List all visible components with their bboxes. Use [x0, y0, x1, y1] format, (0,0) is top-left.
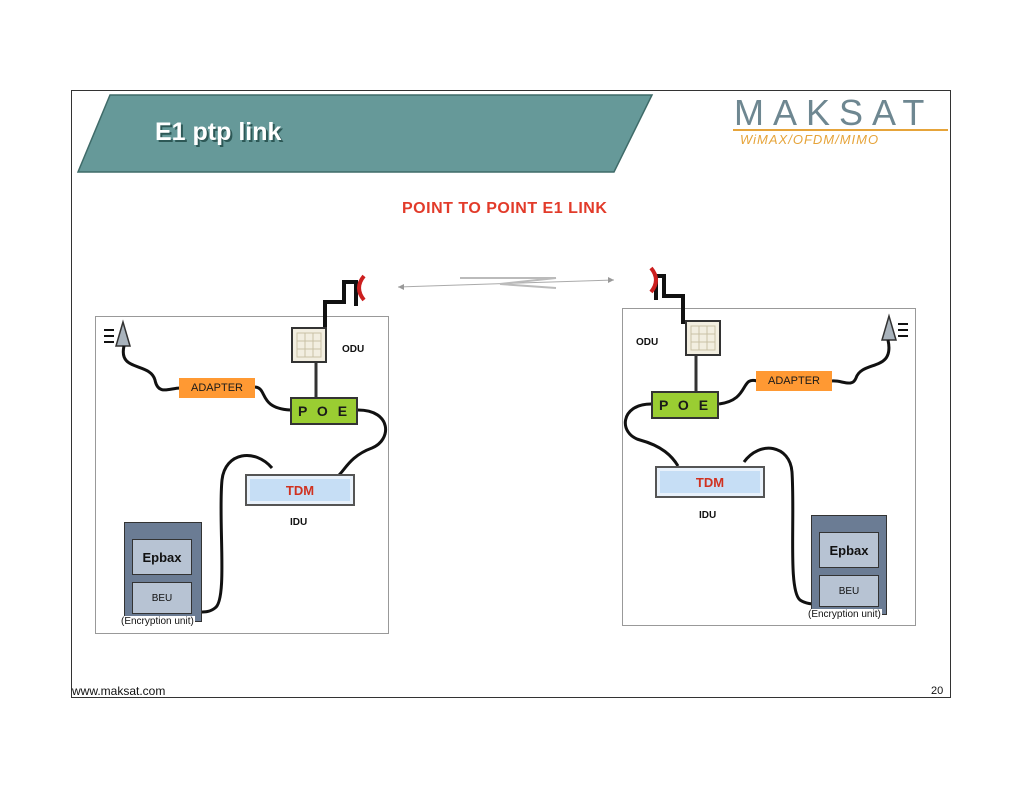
lightning-link-icon: [397, 277, 615, 290]
right-adapter-box: ADAPTER: [756, 371, 832, 391]
logo-underline: [733, 129, 948, 131]
left-idu-label: IDU: [290, 517, 308, 528]
antenna-icon: [104, 319, 131, 347]
left-adapter-box: ADAPTER: [179, 378, 255, 398]
title-banner: [76, 94, 654, 173]
diagram-title: POINT TO POINT E1 LINK: [402, 200, 608, 217]
left-poe-box: P O E: [290, 397, 358, 425]
page-number: 20: [931, 685, 944, 697]
right-encryption-label: (Encryption unit): [807, 609, 882, 620]
slide-title: E1 ptp link: [155, 118, 282, 146]
right-tdm-box: TDM: [655, 466, 765, 498]
logo-tagline: WiMAX/OFDM/MIMO: [740, 132, 880, 147]
right-odu-label: ODU: [636, 337, 659, 348]
left-tdm-box: TDM: [245, 474, 355, 506]
right-poe-box: P O E: [651, 391, 719, 419]
left-encryption-label: (Encryption unit): [120, 616, 195, 627]
right-epbax-box: Epbax: [819, 532, 879, 568]
logo-wordmark: MAKSAT: [734, 92, 934, 133]
left-beu-box: BEU: [132, 582, 192, 614]
odu-panel-icon: [685, 320, 721, 356]
right-mast: [654, 274, 685, 324]
right-beu-box: BEU: [819, 575, 879, 607]
radio-signal-icon: [649, 266, 658, 294]
radio-signal-icon: [357, 274, 366, 302]
left-epbax-box: Epbax: [132, 539, 192, 575]
left-mast: [323, 280, 358, 332]
right-idu-label: IDU: [699, 510, 717, 521]
antenna-icon: [881, 313, 908, 341]
odu-panel-icon: [291, 327, 327, 363]
left-odu-label: ODU: [342, 344, 365, 355]
footer-url: www.maksat.com: [72, 684, 166, 698]
